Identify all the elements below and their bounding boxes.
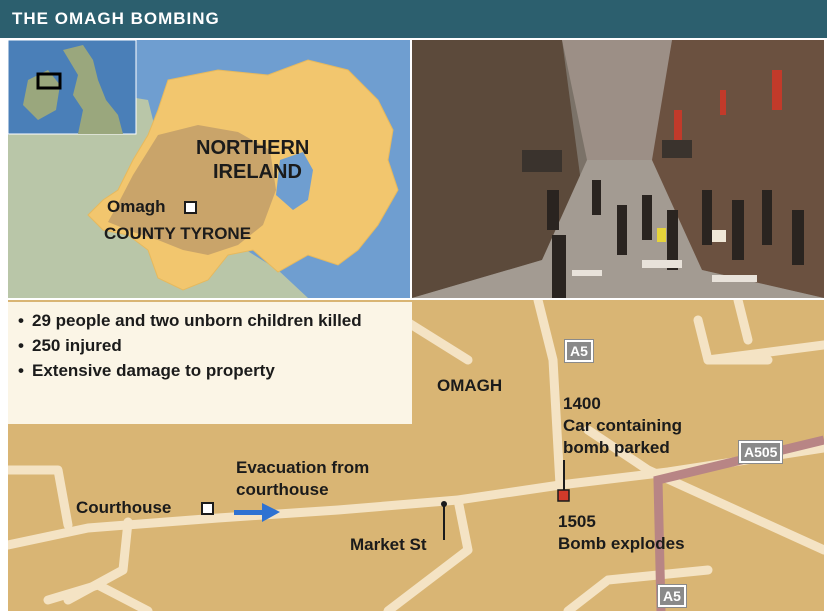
road-sign-a505: A505 bbox=[737, 440, 784, 464]
bomb-parked-time: 1400 bbox=[563, 394, 601, 413]
courthouse-label: Courthouse bbox=[76, 498, 172, 517]
fact-text: 29 people and two unborn children killed bbox=[32, 311, 362, 330]
inset-great-britain bbox=[63, 45, 123, 134]
county-tyrone-label: COUNTY TYRONE bbox=[104, 224, 252, 243]
page-title: THE OMAGH BOMBING bbox=[12, 9, 220, 28]
lough-neagh bbox=[276, 152, 313, 210]
northern-ireland-map bbox=[8, 40, 410, 298]
market-street-point bbox=[441, 501, 447, 507]
fact-text: 250 injured bbox=[32, 336, 122, 355]
evacuation-label-line1: Evacuation from bbox=[236, 458, 370, 477]
facts-box: •29 people and two unborn children kille… bbox=[8, 302, 412, 424]
fact-item: •29 people and two unborn children kille… bbox=[18, 311, 362, 330]
title-bar: THE OMAGH BOMBING bbox=[0, 0, 827, 38]
evacuation-label-line2: courthouse bbox=[236, 480, 329, 499]
aftermath-street-photo bbox=[412, 40, 824, 298]
town-label-omagh: OMAGH bbox=[437, 376, 503, 395]
inset-locator-box-icon bbox=[36, 72, 62, 90]
market-street-label: Market St bbox=[350, 535, 427, 554]
fact-text: Extensive damage to property bbox=[32, 361, 275, 380]
bomb-parked-label-line1: Car containing bbox=[563, 416, 683, 435]
square-marker-icon bbox=[184, 201, 197, 214]
omagh-town-label: Omagh bbox=[107, 197, 166, 216]
region-label-ireland: IRELAND bbox=[213, 161, 302, 183]
bomb-parked-label-line2: bomb parked bbox=[563, 438, 670, 457]
region-label-northern: NORTHERN bbox=[196, 137, 310, 159]
red-square-marker-icon bbox=[557, 489, 570, 502]
square-marker-icon bbox=[201, 502, 214, 515]
road-sign-a5-top: A5 bbox=[564, 339, 594, 363]
county-tyrone-region bbox=[108, 125, 276, 255]
fact-item: •250 injured bbox=[18, 336, 122, 355]
explosion-time: 1505 bbox=[558, 512, 596, 531]
minor-roads bbox=[8, 300, 824, 611]
arrow-right-icon bbox=[234, 503, 280, 522]
fact-item: •Extensive damage to property bbox=[18, 361, 275, 380]
explosion-label: Bomb explodes bbox=[558, 534, 685, 553]
inset-ireland bbox=[23, 70, 60, 120]
road-sign-a5-bottom: A5 bbox=[657, 584, 687, 608]
